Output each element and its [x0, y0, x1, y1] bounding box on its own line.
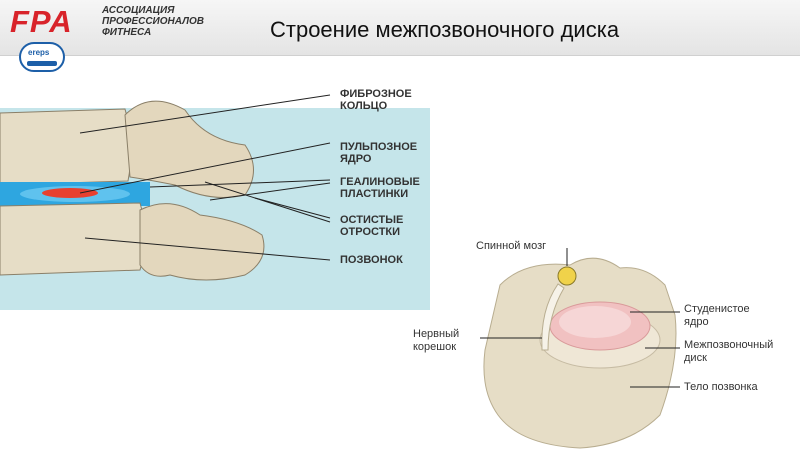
org-line-1: АССОЦИАЦИЯ [102, 5, 175, 16]
lower-process [139, 203, 265, 281]
vertebral-body-label: Тело позвонка [684, 381, 758, 393]
badge-text: ereps [28, 48, 50, 57]
upper-vertebra-body [0, 108, 132, 186]
spine-illustration [0, 94, 331, 281]
fpa-logo: FPA [10, 4, 73, 39]
vertebra-label: ПОЗВОНОК [340, 254, 403, 266]
slide-title: Строение межпозвоночного диска [270, 17, 620, 42]
fibrous-ring-label: ФИБРОЗНОЕ КОЛЬЦО [340, 88, 412, 112]
nerve-root-shape [541, 283, 565, 351]
ereps-badge-icon: ereps [19, 42, 65, 72]
nucleus-core [42, 188, 98, 198]
org-name: АССОЦИАЦИЯ ПРОФЕССИОНАЛОВ ФИТНЕСА [102, 5, 204, 38]
nucleus-highlight [559, 306, 631, 338]
upper-process [124, 100, 254, 198]
spinal-cord-shape [557, 266, 577, 286]
nerve-root-label: Нервный корешок [413, 328, 460, 353]
disc-label: Межпозвоночный диск [684, 339, 774, 364]
spinal-cord-label: Спинной мозг [476, 240, 547, 252]
header-bar: FPA АССОЦИАЦИЯ ПРОФЕССИОНАЛОВ ФИТНЕСА Ст… [0, 0, 800, 56]
nucleus-label: ПУЛЬПОЗНОЕ ЯДРО [340, 141, 418, 165]
badge-stripe [27, 61, 57, 66]
disc-illustration [480, 248, 680, 449]
org-line-3: ФИТНЕСА [102, 27, 152, 38]
org-line-2: ПРОФЕССИОНАЛОВ [102, 16, 204, 27]
gel-nucleus-label: Студенистое ядро [684, 303, 750, 328]
lower-vertebra-body [0, 202, 146, 276]
spinous-label: ОСТИСТЫЕ ОТРОСТКИ [340, 214, 404, 238]
hyaline-label: ГЕАЛИНОВЫЕ ПЛАСТИНКИ [340, 176, 420, 200]
